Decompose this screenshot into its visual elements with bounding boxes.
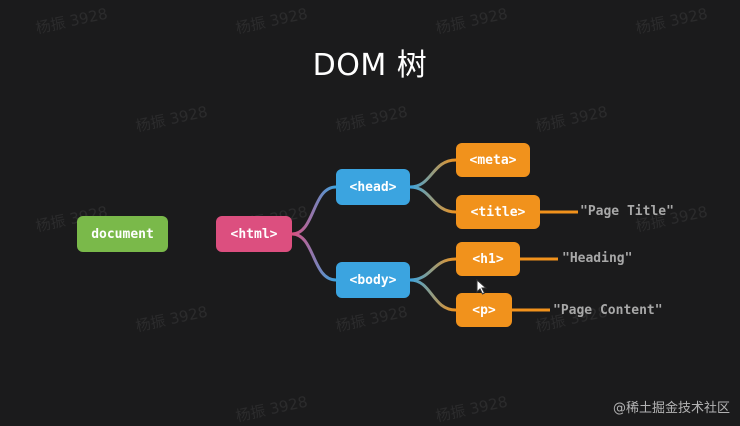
node-body: <body> [336,262,410,298]
edge-body-h1 [409,257,457,282]
text-node-page-title: "Page Title" [580,204,674,219]
node-h1: <h1> [456,242,520,276]
edge-html-body [291,232,337,282]
edge-head-meta [409,158,457,189]
node-html: <html> [216,216,292,252]
node-meta: <meta> [456,143,530,177]
node-title: <title> [456,195,540,229]
slide-title: DOM 树 [312,48,428,83]
node-document: document [77,216,168,252]
edge-body-p [409,278,457,312]
text-node-page-content: "Page Content" [553,303,663,318]
credit-watermark: @稀土掘金技术社区 [612,401,730,416]
mouse-pointer-icon [476,279,488,295]
node-head: <head> [336,169,410,205]
text-node-heading: "Heading" [562,251,633,266]
edge-html-head [291,185,337,236]
edge-head-title [409,185,457,214]
node-p: <p> [456,293,512,327]
